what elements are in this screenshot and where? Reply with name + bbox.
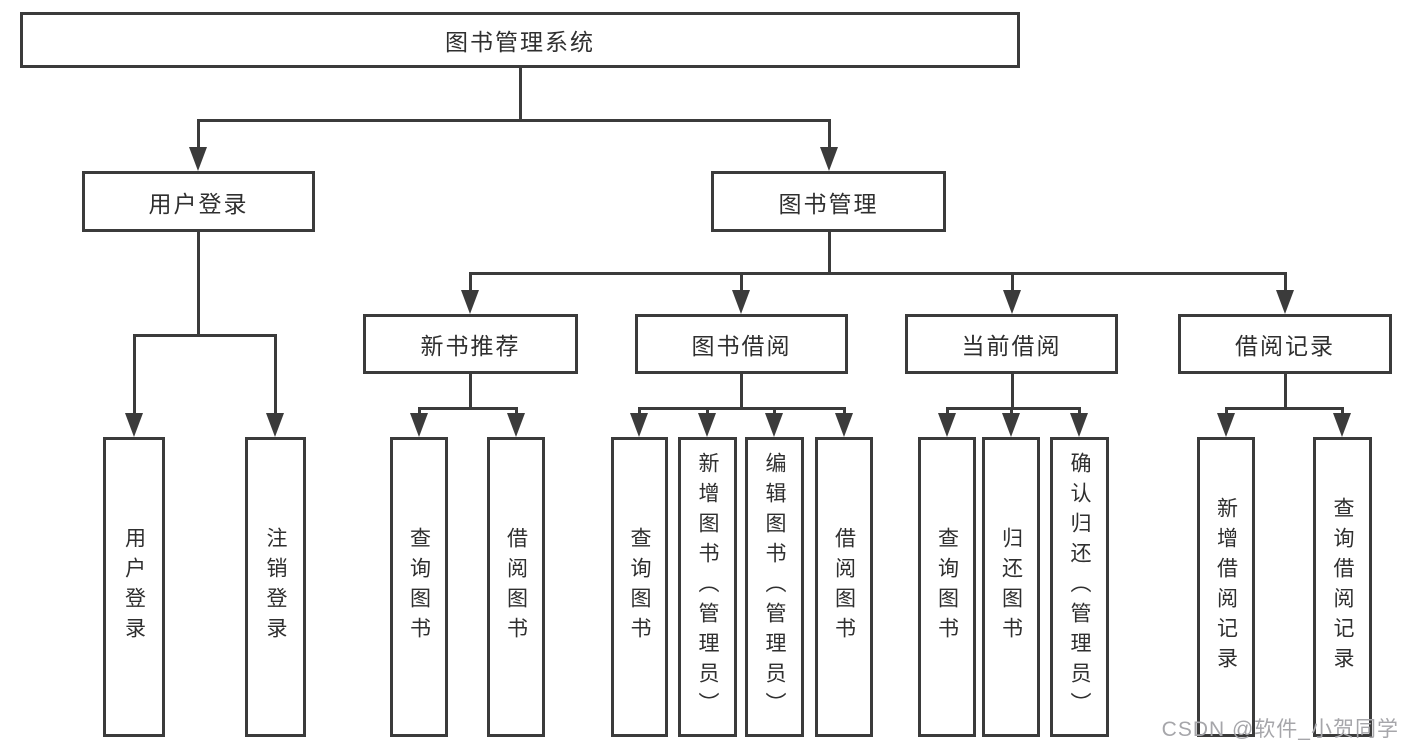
node-leaf-logout: 注销登录 <box>245 437 306 737</box>
connector-arrowhead-icon <box>1003 290 1021 314</box>
connector-line <box>417 407 518 410</box>
node-label-borrow-records: 借阅记录 <box>1235 333 1335 359</box>
connector-arrowhead-icon <box>1276 290 1294 314</box>
connector-arrowhead-icon <box>938 413 956 437</box>
connector-line <box>196 232 200 337</box>
node-borrow-records: 借阅记录 <box>1178 314 1392 374</box>
node-label-book-borrow: 图书借阅 <box>691 333 792 359</box>
connector-arrowhead-icon <box>189 147 207 171</box>
node-leaf-cb-query: 查询图书 <box>918 437 976 737</box>
connector-line <box>1224 407 1344 410</box>
node-leaf-bb-add: 新增图书（管理员） <box>678 437 737 737</box>
node-label-leaf-cb-confirm: 确认归还（管理员） <box>1068 452 1091 722</box>
connector-line <box>739 374 743 410</box>
connector-arrowhead-icon <box>698 413 716 437</box>
connector-line <box>1283 374 1287 410</box>
connector-line <box>1010 272 1014 296</box>
connector-arrowhead-icon <box>630 413 648 437</box>
node-current-borrow: 当前借阅 <box>905 314 1118 374</box>
connector-line <box>945 407 1081 410</box>
node-leaf-br-add: 新增借阅记录 <box>1197 437 1255 737</box>
connector-line <box>132 334 136 419</box>
node-label-leaf-user-login: 用户登录 <box>122 527 146 647</box>
connector-arrowhead-icon <box>1217 413 1235 437</box>
connector-arrowhead-icon <box>1333 413 1351 437</box>
node-root: 图书管理系统 <box>20 12 1020 68</box>
connector-arrowhead-icon <box>1070 413 1088 437</box>
connector-line <box>1010 374 1014 410</box>
connector-line <box>196 119 200 153</box>
node-label-current-borrow: 当前借阅 <box>961 333 1062 359</box>
connector-arrowhead-icon <box>507 413 525 437</box>
node-label-book-mgmt-group: 图书管理 <box>778 190 879 217</box>
node-user-login-group: 用户登录 <box>82 171 315 232</box>
node-leaf-nbr-borrow: 借阅图书 <box>487 437 545 737</box>
node-new-book-rec: 新书推荐 <box>363 314 578 374</box>
connector-line <box>468 272 1287 275</box>
node-leaf-bb-query: 查询图书 <box>611 437 668 737</box>
connector-arrowhead-icon <box>461 290 479 314</box>
connector-line <box>518 68 522 122</box>
node-leaf-cb-confirm: 确认归还（管理员） <box>1050 437 1109 737</box>
node-label-leaf-bb-query: 查询图书 <box>628 527 651 647</box>
node-book-mgmt-group: 图书管理 <box>711 171 946 232</box>
node-label-root: 图书管理系统 <box>445 29 595 55</box>
connector-line <box>827 119 831 153</box>
node-label-leaf-nbr-query: 查询图书 <box>407 527 431 647</box>
node-leaf-user-login: 用户登录 <box>103 437 165 737</box>
connector-line <box>637 407 846 410</box>
node-label-leaf-logout: 注销登录 <box>264 527 287 647</box>
node-label-leaf-cb-return: 归还图书 <box>999 527 1023 647</box>
node-leaf-cb-return: 归还图书 <box>982 437 1040 737</box>
connector-line <box>196 119 831 122</box>
node-label-user-login-group: 用户登录 <box>148 190 249 217</box>
connector-line <box>1283 272 1287 296</box>
node-leaf-nbr-query: 查询图书 <box>390 437 448 737</box>
node-label-leaf-cb-query: 查询图书 <box>935 527 959 647</box>
node-label-leaf-bb-add: 新增图书（管理员） <box>696 452 719 722</box>
node-leaf-bb-edit: 编辑图书（管理员） <box>745 437 804 737</box>
node-book-borrow: 图书借阅 <box>635 314 848 374</box>
node-leaf-bb-borrow: 借阅图书 <box>815 437 873 737</box>
connector-arrowhead-icon <box>266 413 284 437</box>
node-label-leaf-br-query: 查询借阅记录 <box>1331 497 1354 677</box>
connector-arrowhead-icon <box>765 413 783 437</box>
node-leaf-br-query: 查询借阅记录 <box>1313 437 1372 737</box>
connector-line <box>468 374 472 410</box>
connector-arrowhead-icon <box>410 413 428 437</box>
node-label-leaf-br-add: 新增借阅记录 <box>1214 497 1238 677</box>
node-label-leaf-nbr-borrow: 借阅图书 <box>504 527 528 647</box>
connector-arrowhead-icon <box>732 290 750 314</box>
connector-arrowhead-icon <box>835 413 853 437</box>
connector-line <box>468 272 472 296</box>
connector-arrowhead-icon <box>125 413 143 437</box>
connector-line <box>739 272 743 296</box>
node-label-leaf-bb-edit: 编辑图书（管理员） <box>763 452 786 722</box>
connector-arrowhead-icon <box>1002 413 1020 437</box>
node-label-leaf-bb-borrow: 借阅图书 <box>832 527 856 647</box>
node-label-new-book-rec: 新书推荐 <box>420 333 521 359</box>
connector-line <box>827 232 831 275</box>
connector-arrowhead-icon <box>820 147 838 171</box>
connector-line <box>132 334 277 337</box>
connector-line <box>273 334 277 419</box>
